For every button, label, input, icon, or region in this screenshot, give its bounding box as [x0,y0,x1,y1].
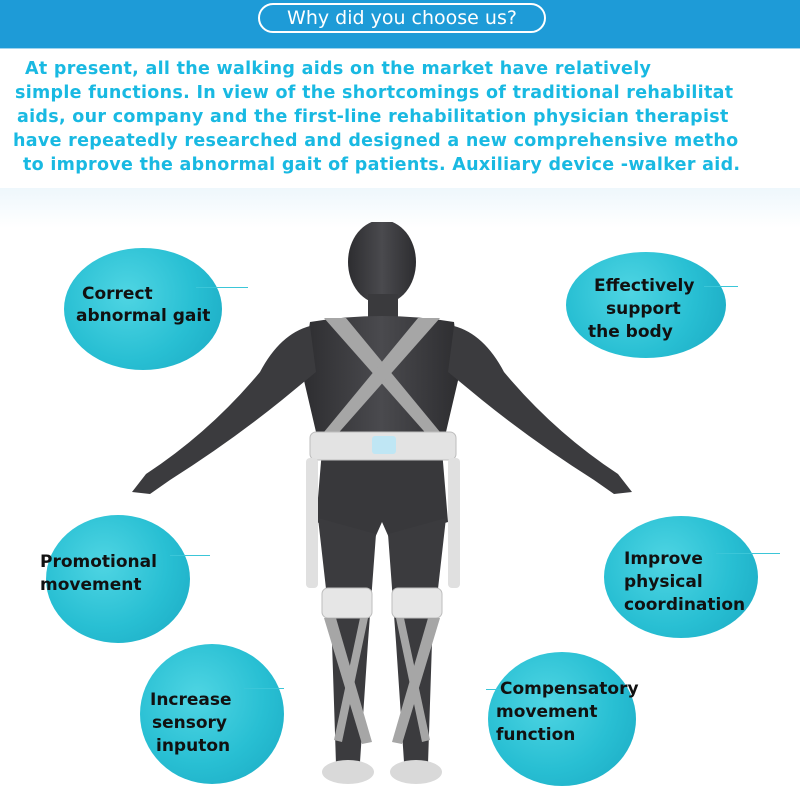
mannequin-right-shoe [390,760,442,784]
mannequin-head [348,222,416,304]
connector-line [196,287,248,288]
feature-label-line: Promotional [40,552,157,572]
feature-label-line: movement [40,575,142,595]
background-fade [0,188,800,228]
mannequin-right-leg [388,518,446,764]
mannequin-left-leg [318,518,376,764]
header-band: Why did you choose us? [0,0,800,48]
feature-label-line: function [496,725,576,745]
side-support-rail [448,458,460,588]
knee-module [321,587,373,619]
intro-line: to improve the abnormal gait of patients… [23,155,741,175]
feature-bubble-physical-coordination [604,516,758,638]
header-divider [0,48,800,49]
connector-line [170,555,210,556]
feature-bubble-sensory-input [140,644,284,784]
intro-line: simple functions. In view of the shortco… [15,83,734,103]
mannequin-left-arm [132,326,316,494]
feature-label-line: physical [624,572,703,592]
feature-bubble-promotional-movement [46,515,190,643]
feature-label-line: Correct [82,284,153,304]
mannequin-hips [316,450,448,540]
knee-module [391,587,443,619]
feature-bubble-compensatory-movement [488,652,636,786]
feature-label-line: abnormal gait [76,306,211,326]
feature-label-line: inputon [156,736,231,756]
connector-line [704,286,738,287]
connector-line [244,688,284,689]
feature-label-line: sensory [152,713,228,733]
feature-label-line: coordination [624,595,746,615]
intro-line: At present, all the walking aids on the … [25,59,652,79]
page-title: Why did you choose us? [258,3,546,33]
side-support-rail [306,458,318,588]
feature-label-line: movement [496,702,598,722]
feature-bubble-correct-gait [64,248,222,370]
feature-bubble-support-body [566,252,726,358]
leg-strap [396,618,430,742]
connector-line [716,553,780,554]
intro-line: have repeatedly researched and designed … [13,131,739,151]
walker-aid-figure [132,222,632,784]
mannequin-right-arm [448,326,632,494]
mannequin-left-shoe [322,760,374,784]
connector-line [486,689,516,690]
belt-control-unit [372,436,396,454]
leg-strap [334,618,368,742]
feature-label-line: Compensatory [500,679,639,699]
feature-label-line: Effectively [594,276,695,296]
feature-label-line: Improve [624,549,703,569]
intro-paragraph: At present, all the walking aids on the … [0,58,800,178]
intro-line: aids, our company and the first-line reh… [17,107,729,127]
feature-label-line: Increase [150,690,232,710]
cross-strap [324,318,440,438]
feature-label-line: the body [588,322,673,342]
feature-label-line: support [606,299,681,319]
